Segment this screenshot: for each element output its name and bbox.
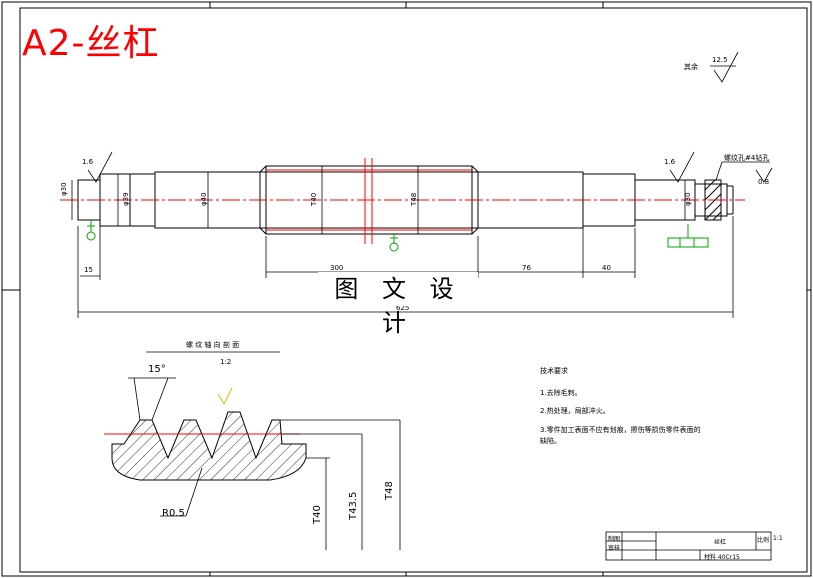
tb-material: 材料 40Cr15 [704,554,740,561]
title-block-grid [605,531,772,561]
section-dim-t40: T40 [312,505,323,524]
tech-note-3: 3.零件加工表面不应有划痕，擦伤等损伤零件表面的 [540,426,701,434]
dim-d39: φ39 [122,192,130,206]
tb-checked-by: 审核 [608,545,621,552]
dim-t40: T40 [310,192,318,206]
tb-drawn-by: 制图 [608,536,621,543]
thread-angle: 15° [148,364,166,375]
section-dim-t435: T43.5 [348,491,359,520]
dim-d30-right: φ30 [684,192,692,206]
dim-t48: T48 [410,192,418,206]
dim-total: 625 [396,304,409,312]
dim-40: 40 [602,264,611,272]
thread-lines [266,158,472,244]
roughness-other-label: 其余 [684,63,698,71]
roughness-left-value: 1.6 [82,158,94,166]
hole-leader [715,161,770,181]
tech-notes-heading: 技术要求 [540,367,568,375]
dim-300: 300 [330,264,344,272]
runout-value: 0.8 [758,178,770,186]
datum-symbols [86,220,709,252]
thread-profile [104,377,401,550]
tb-scale-label: 比例 [757,537,770,544]
drawing-title: A2-丝杠 [22,23,160,64]
tech-note-2: 2.热处理，局部淬火。 [540,407,610,415]
tech-note-3-cont: 缺陷。 [540,437,561,445]
watermark: 图 文 设 计 [318,272,478,337]
dim-d40: φ40 [200,192,208,206]
root-radius: R0.5 [162,508,185,519]
dim-d30-left: φ30 [60,182,68,196]
section-dim-t48: T48 [384,481,395,500]
roughness-symbols [87,51,773,183]
diameter-dims [71,166,686,234]
tb-part-name: 丝杠 [714,539,727,546]
section-title: 螺 纹 轴 向 剖 面 [186,341,240,349]
roughness-other-value: 12.5 [712,56,728,64]
hole-note: 螺纹孔#4钻孔 [724,154,770,162]
tb-scale-value: 1:1 [773,535,783,542]
roughness-right-value: 1.6 [664,158,676,166]
dim-15: 15 [84,266,93,274]
dim-76: 76 [522,264,531,272]
tech-note-1: 1.去除毛刺。 [540,389,582,397]
section-scale: 1:2 [220,358,232,366]
